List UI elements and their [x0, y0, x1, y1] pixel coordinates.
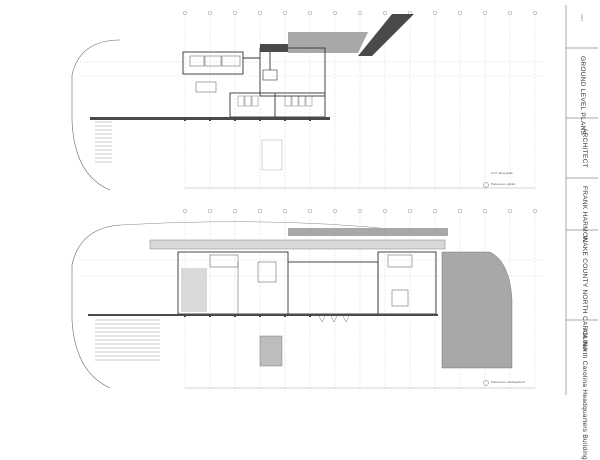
upper-stairs — [95, 121, 112, 163]
upper-plan-marker — [483, 182, 489, 188]
lower-grid-bubbles — [182, 208, 538, 213]
lower-grey-pad — [259, 335, 283, 367]
architect-role: ARCHITECT — [581, 128, 588, 168]
lower-plan-marker — [483, 380, 489, 386]
title-block-frame — [565, 5, 598, 395]
upper-floor-plan — [71, 10, 545, 191]
upper-dark-canopy — [288, 32, 368, 53]
sheet-number: A201 — [580, 14, 584, 22]
lower-landscape-fill — [441, 251, 513, 369]
upper-plaza-edge — [90, 117, 330, 120]
upper-site-boundary — [71, 39, 121, 191]
upper-restroom-fixtures — [237, 95, 313, 107]
architect-name: FRANK HARMON — [581, 186, 588, 243]
upper-dark-slab — [358, 14, 414, 56]
upper-plan-caption: Plaza Level + garden — [491, 183, 516, 186]
project-name: AIA North Carolina Headquarters Building — [581, 328, 588, 460]
upper-light-pad — [261, 139, 283, 171]
lower-columns — [184, 315, 311, 317]
upper-dark-wall-block — [260, 44, 288, 52]
lower-roof-band — [149, 239, 446, 250]
lower-site-boundary — [71, 224, 121, 389]
lower-room-partitions — [209, 254, 413, 314]
lower-glazing — [317, 313, 351, 323]
lower-floor-plan — [71, 208, 545, 390]
lower-plan-caption: Plaza Level + earth/grassroof — [491, 381, 525, 384]
lower-shaded-room — [181, 268, 207, 312]
upper-building-walls — [182, 47, 326, 118]
lower-stairs — [95, 319, 160, 361]
lower-dark-roof — [288, 228, 448, 236]
lower-plaza-edge — [88, 314, 438, 316]
sheet-title: GROUND LEVEL PLANS — [579, 56, 586, 136]
upper-grid-bubbles — [182, 10, 538, 15]
upper-room-partitions — [189, 55, 241, 93]
drawing-sheet — [71, 5, 598, 395]
upper-entry-core — [262, 69, 278, 81]
upper-plan-note: 12'-0" above grade — [491, 172, 513, 175]
lower-building-walls — [177, 251, 437, 315]
upper-columns — [184, 119, 311, 121]
